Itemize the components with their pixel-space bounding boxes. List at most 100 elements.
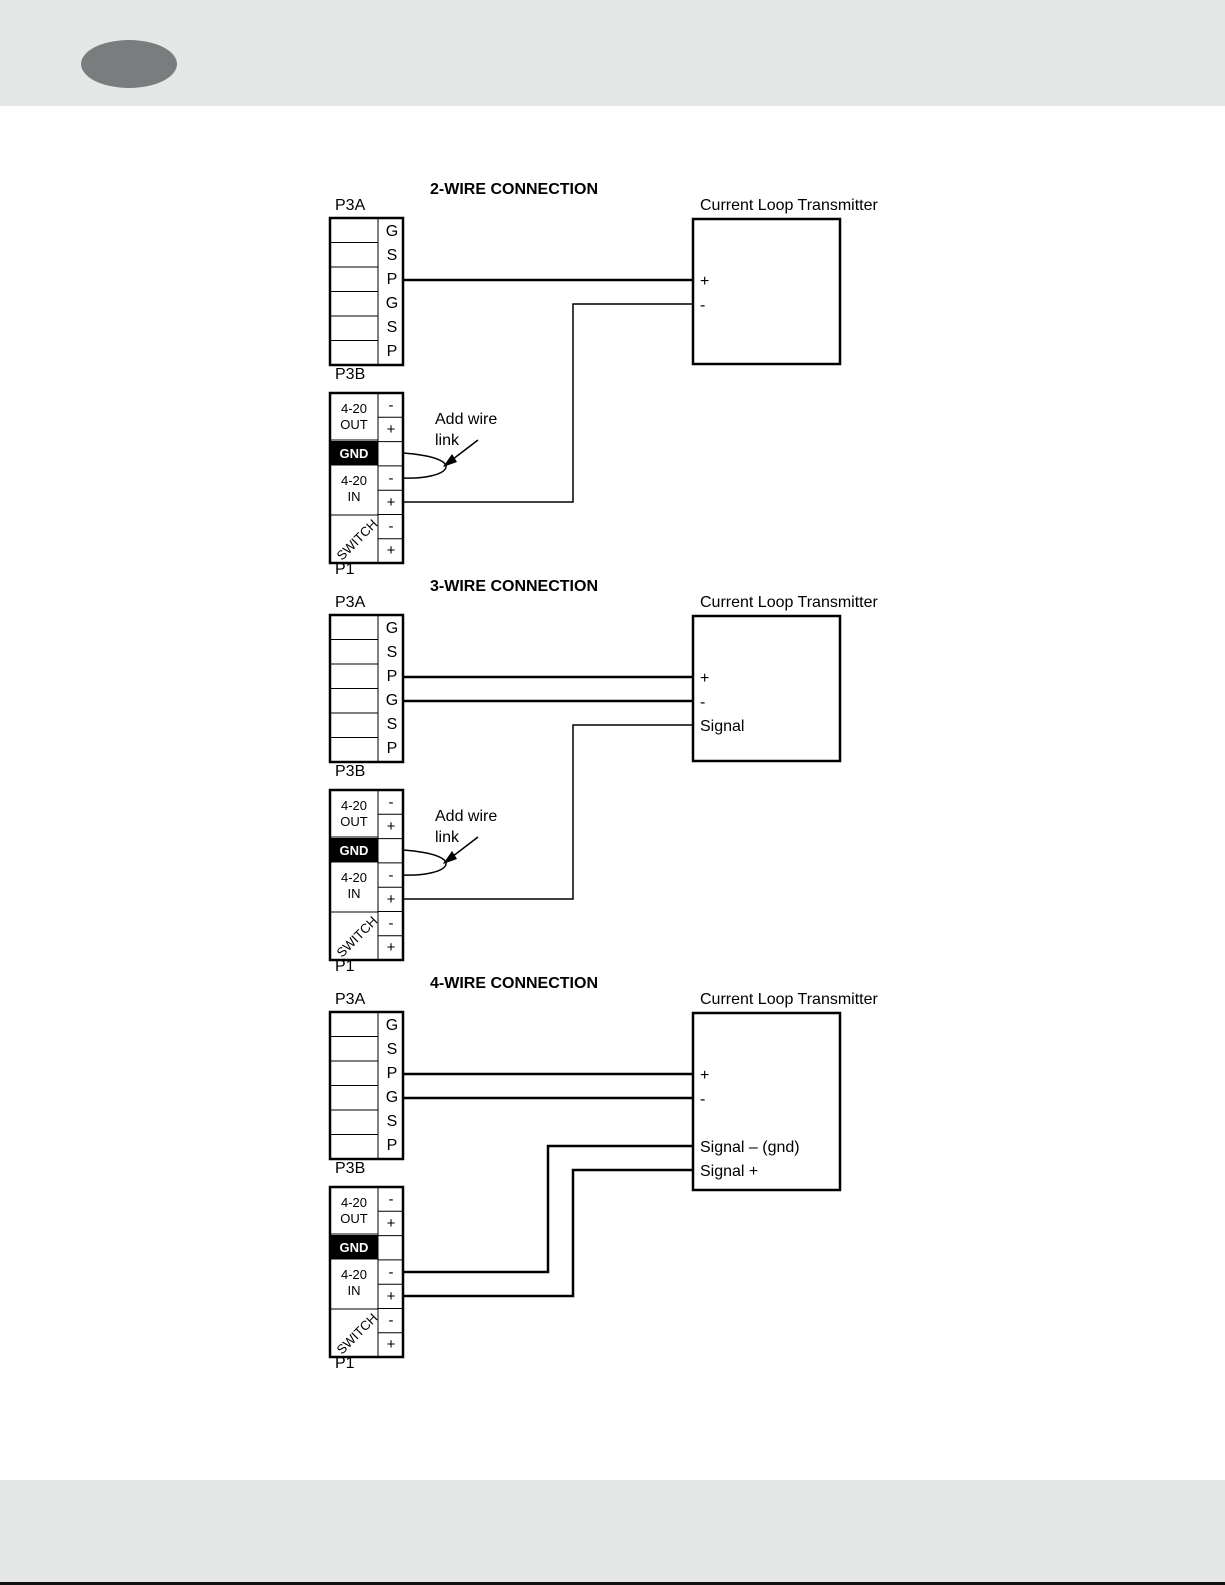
- p3b-label: P3B: [335, 1160, 365, 1177]
- p3b-label: P3B: [335, 366, 365, 383]
- p1-out-bottom: OUT: [340, 814, 368, 829]
- p1-in-bottom: IN: [348, 489, 361, 504]
- p1-gnd-label: GND: [340, 446, 369, 461]
- diagram-title: 4-WIRE CONNECTION: [430, 975, 598, 992]
- p1-sign-label: +: [387, 494, 396, 511]
- terminal-label: -: [700, 297, 705, 314]
- p1-switch-label: SWITCH: [334, 516, 381, 563]
- p3a-label: P3A: [335, 197, 366, 214]
- p1-out-top: 4-20: [341, 401, 367, 416]
- gnd-block: [330, 838, 378, 862]
- p1-label: P1: [335, 958, 355, 975]
- p1-sign-label: -: [389, 794, 394, 811]
- p3-pin-label: G: [386, 692, 398, 709]
- p3b-label: P3B: [335, 763, 365, 780]
- terminal-label: Signal +: [700, 1163, 758, 1180]
- p1-sign-label: -: [389, 1264, 394, 1281]
- transmitter-label: Current Loop Transmitter: [700, 594, 879, 611]
- p3-pin-label: S: [387, 1113, 398, 1130]
- p3-pin-label: P: [387, 1065, 398, 1082]
- terminal-label: -: [700, 1091, 705, 1108]
- p1-label: P1: [335, 1355, 355, 1372]
- p3-pin-label: S: [387, 319, 398, 336]
- transmitter-box: [691, 217, 842, 366]
- p1-out-top: 4-20: [341, 1195, 367, 1210]
- p1-in-top: 4-20: [341, 870, 367, 885]
- diagram-4-wire: 4-WIRE CONNECTION P3A P3B P1 Current Loop Tr…: [328, 975, 879, 1372]
- p3a-label: P3A: [335, 594, 366, 611]
- p1-in-top: 4-20: [341, 1267, 367, 1282]
- p1-sign-label: +: [387, 421, 396, 438]
- wire-in-minus-to-signal-gnd: [403, 1144, 693, 1274]
- p3-pin-label: P: [387, 1137, 398, 1154]
- transmitter-label: Current Loop Transmitter: [700, 991, 879, 1008]
- chapter-oval-badge: [81, 40, 177, 88]
- p1-sign-label: +: [387, 1215, 396, 1232]
- p3-pin-label: G: [386, 295, 398, 312]
- p3-pin-label: P: [387, 668, 398, 685]
- p1-gnd-label: GND: [340, 843, 369, 858]
- wire-in-plus-to-minus: [403, 303, 693, 503]
- page-header-band: [0, 0, 1225, 106]
- p3-pin-label: G: [386, 1089, 398, 1106]
- p1-sign-label: -: [389, 915, 394, 932]
- terminal-label: -: [700, 694, 705, 711]
- p1-sign-label: -: [389, 518, 394, 535]
- p1-out-top: 4-20: [341, 798, 367, 813]
- p3-pin-label: P: [387, 740, 398, 757]
- p3-pin-label: S: [387, 716, 398, 733]
- footer-rule: [0, 1582, 1225, 1585]
- gnd-block: [330, 441, 378, 465]
- transmitter-label: Current Loop Transmitter: [700, 197, 879, 214]
- note-arrow-head: [443, 454, 457, 467]
- p1-sign-label: +: [387, 542, 396, 559]
- p1-in-top: 4-20: [341, 473, 367, 488]
- terminal-label: +: [700, 273, 709, 290]
- p1-sign-label: +: [387, 818, 396, 835]
- p1-sign-label: -: [389, 470, 394, 487]
- p1-switch-label: SWITCH: [334, 913, 381, 960]
- note-line-2: link: [435, 432, 460, 449]
- p3-pin-label: G: [386, 1017, 398, 1034]
- p3-pin-label: P: [387, 343, 398, 360]
- p1-sign-label: -: [389, 397, 394, 414]
- p1-sign-label: +: [387, 891, 396, 908]
- note-line-1: Add wire: [435, 411, 497, 428]
- note-line-1: Add wire: [435, 808, 497, 825]
- p1-switch-label: SWITCH: [334, 1310, 381, 1357]
- p3-pin-label: P: [387, 271, 398, 288]
- p1-sign-label: +: [387, 939, 396, 956]
- diagram-title: 2-WIRE CONNECTION: [430, 181, 598, 198]
- page-footer-band: [0, 1480, 1225, 1585]
- note-arrow-head: [443, 851, 457, 864]
- note-line-2: link: [435, 829, 460, 846]
- p3-pin-label: S: [387, 1041, 398, 1058]
- terminal-label: Signal – (gnd): [700, 1139, 800, 1156]
- wire-link-loop: [402, 452, 447, 479]
- diagram-3-wire: 3-WIRE CONNECTION P3A P3B P1 Current Loop Tr…: [328, 578, 879, 975]
- terminal-label: Signal: [700, 718, 744, 735]
- transmitter-box: [691, 1011, 842, 1192]
- terminal-label: +: [700, 1067, 709, 1084]
- p1-in-bottom: IN: [348, 886, 361, 901]
- p1-sign-label: -: [389, 1312, 394, 1329]
- terminal-label: +: [700, 670, 709, 687]
- p3-pin-label: G: [386, 620, 398, 637]
- p3-pin-label: G: [386, 223, 398, 240]
- p1-sign-label: -: [389, 867, 394, 884]
- p3a-label: P3A: [335, 991, 366, 1008]
- wire-in-plus-to-signal-plus: [403, 1168, 693, 1298]
- p1-sign-label: +: [387, 1336, 396, 1353]
- diagram-title: 3-WIRE CONNECTION: [430, 578, 598, 595]
- p3-pin-label: S: [387, 247, 398, 264]
- p1-sign-label: +: [387, 1288, 396, 1305]
- p1-sign-label: -: [389, 1191, 394, 1208]
